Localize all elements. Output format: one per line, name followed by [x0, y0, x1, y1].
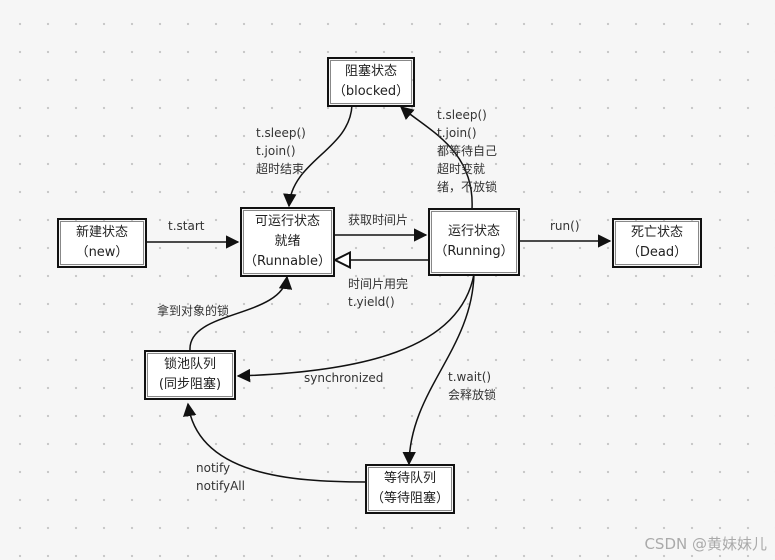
label-yield: t.yield()	[348, 295, 395, 309]
node-lock-pool: 锁池队列 (同步阻塞)	[144, 350, 236, 400]
label-sleep-join-wait-line: 绪，不放锁	[437, 180, 498, 194]
label-notify: notify notifyAll	[196, 459, 245, 495]
node-new-title: 新建状态	[75, 225, 128, 240]
node-running: 运行状态 （Running）	[428, 208, 520, 276]
node-new: 新建状态 （new）	[57, 218, 147, 268]
edge-blocked-to-runnable	[283, 104, 353, 208]
label-synchronized: synchronized	[304, 371, 384, 385]
node-lock-pool-title: 锁池队列	[163, 357, 216, 372]
label-sleep-join-wait-line: t.sleep()	[437, 108, 487, 122]
node-runnable-en: （Runnable）	[244, 254, 331, 269]
node-wait-queue-sub: （等待阻塞）	[370, 491, 449, 506]
node-new-sub: （new）	[75, 245, 129, 260]
label-get-object-lock: 拿到对象的锁	[157, 304, 230, 318]
edge-running-to-blocked	[399, 106, 473, 210]
node-wait-queue-title: 等待队列	[383, 471, 436, 486]
node-runnable: 可运行状态 就绪 （Runnable）	[240, 207, 335, 277]
label-t-start: t.start	[168, 219, 205, 233]
node-blocked: 阻塞状态 （blocked）	[327, 57, 415, 107]
label-get-time-slice: 获取时间片	[348, 213, 409, 227]
node-runnable-title: 可运行状态	[254, 214, 320, 229]
edge-waitqueue-to-lockpool	[183, 402, 367, 483]
label-sleep-join-timeout-line: t.sleep()	[256, 126, 306, 140]
label-sleep-join-timeout: t.sleep() t.join() 超时结束	[256, 124, 306, 178]
edge-running-to-lockpool	[236, 273, 475, 383]
label-notify-line: notify	[196, 461, 231, 475]
label-sleep-join-wait: t.sleep() t.join() 都等待自己 超时变就 绪，不放锁	[437, 106, 497, 196]
edge-lockpool-to-runnable	[189, 275, 293, 351]
label-sleep-join-wait-line: 超时变就	[437, 162, 486, 176]
label-sleep-join-wait-line: t.join()	[437, 126, 477, 140]
label-notify-line: notifyAll	[196, 479, 245, 493]
node-running-title: 运行状态	[447, 224, 500, 239]
node-dead-title: 死亡状态	[630, 225, 683, 240]
node-blocked-sub: （blocked）	[332, 84, 410, 99]
label-wait: t.wait() 会释放锁	[448, 368, 496, 404]
node-wait-queue: 等待队列 （等待阻塞）	[365, 464, 455, 514]
edge-running-to-waitqueue	[402, 273, 475, 466]
label-time-slice-used: 时间片用完	[348, 277, 409, 291]
node-dead: 死亡状态 （Dead）	[612, 218, 702, 268]
label-run: run()	[550, 219, 580, 233]
label-sleep-join-wait-line: 都等待自己	[437, 144, 498, 158]
node-runnable-sub: 就绪	[274, 234, 301, 249]
label-sleep-join-timeout-line: t.join()	[256, 144, 296, 158]
node-lock-pool-sub: (同步阻塞)	[158, 377, 222, 392]
label-wait-line: t.wait()	[448, 370, 492, 384]
label-wait-line: 会释放锁	[448, 388, 497, 402]
node-running-sub: （Running）	[434, 244, 514, 259]
label-sleep-join-timeout-line: 超时结束	[256, 162, 305, 176]
node-dead-sub: （Dead）	[626, 245, 688, 260]
node-blocked-title: 阻塞状态	[344, 64, 397, 79]
watermark: CSDN @黄妹妹儿	[644, 535, 767, 553]
